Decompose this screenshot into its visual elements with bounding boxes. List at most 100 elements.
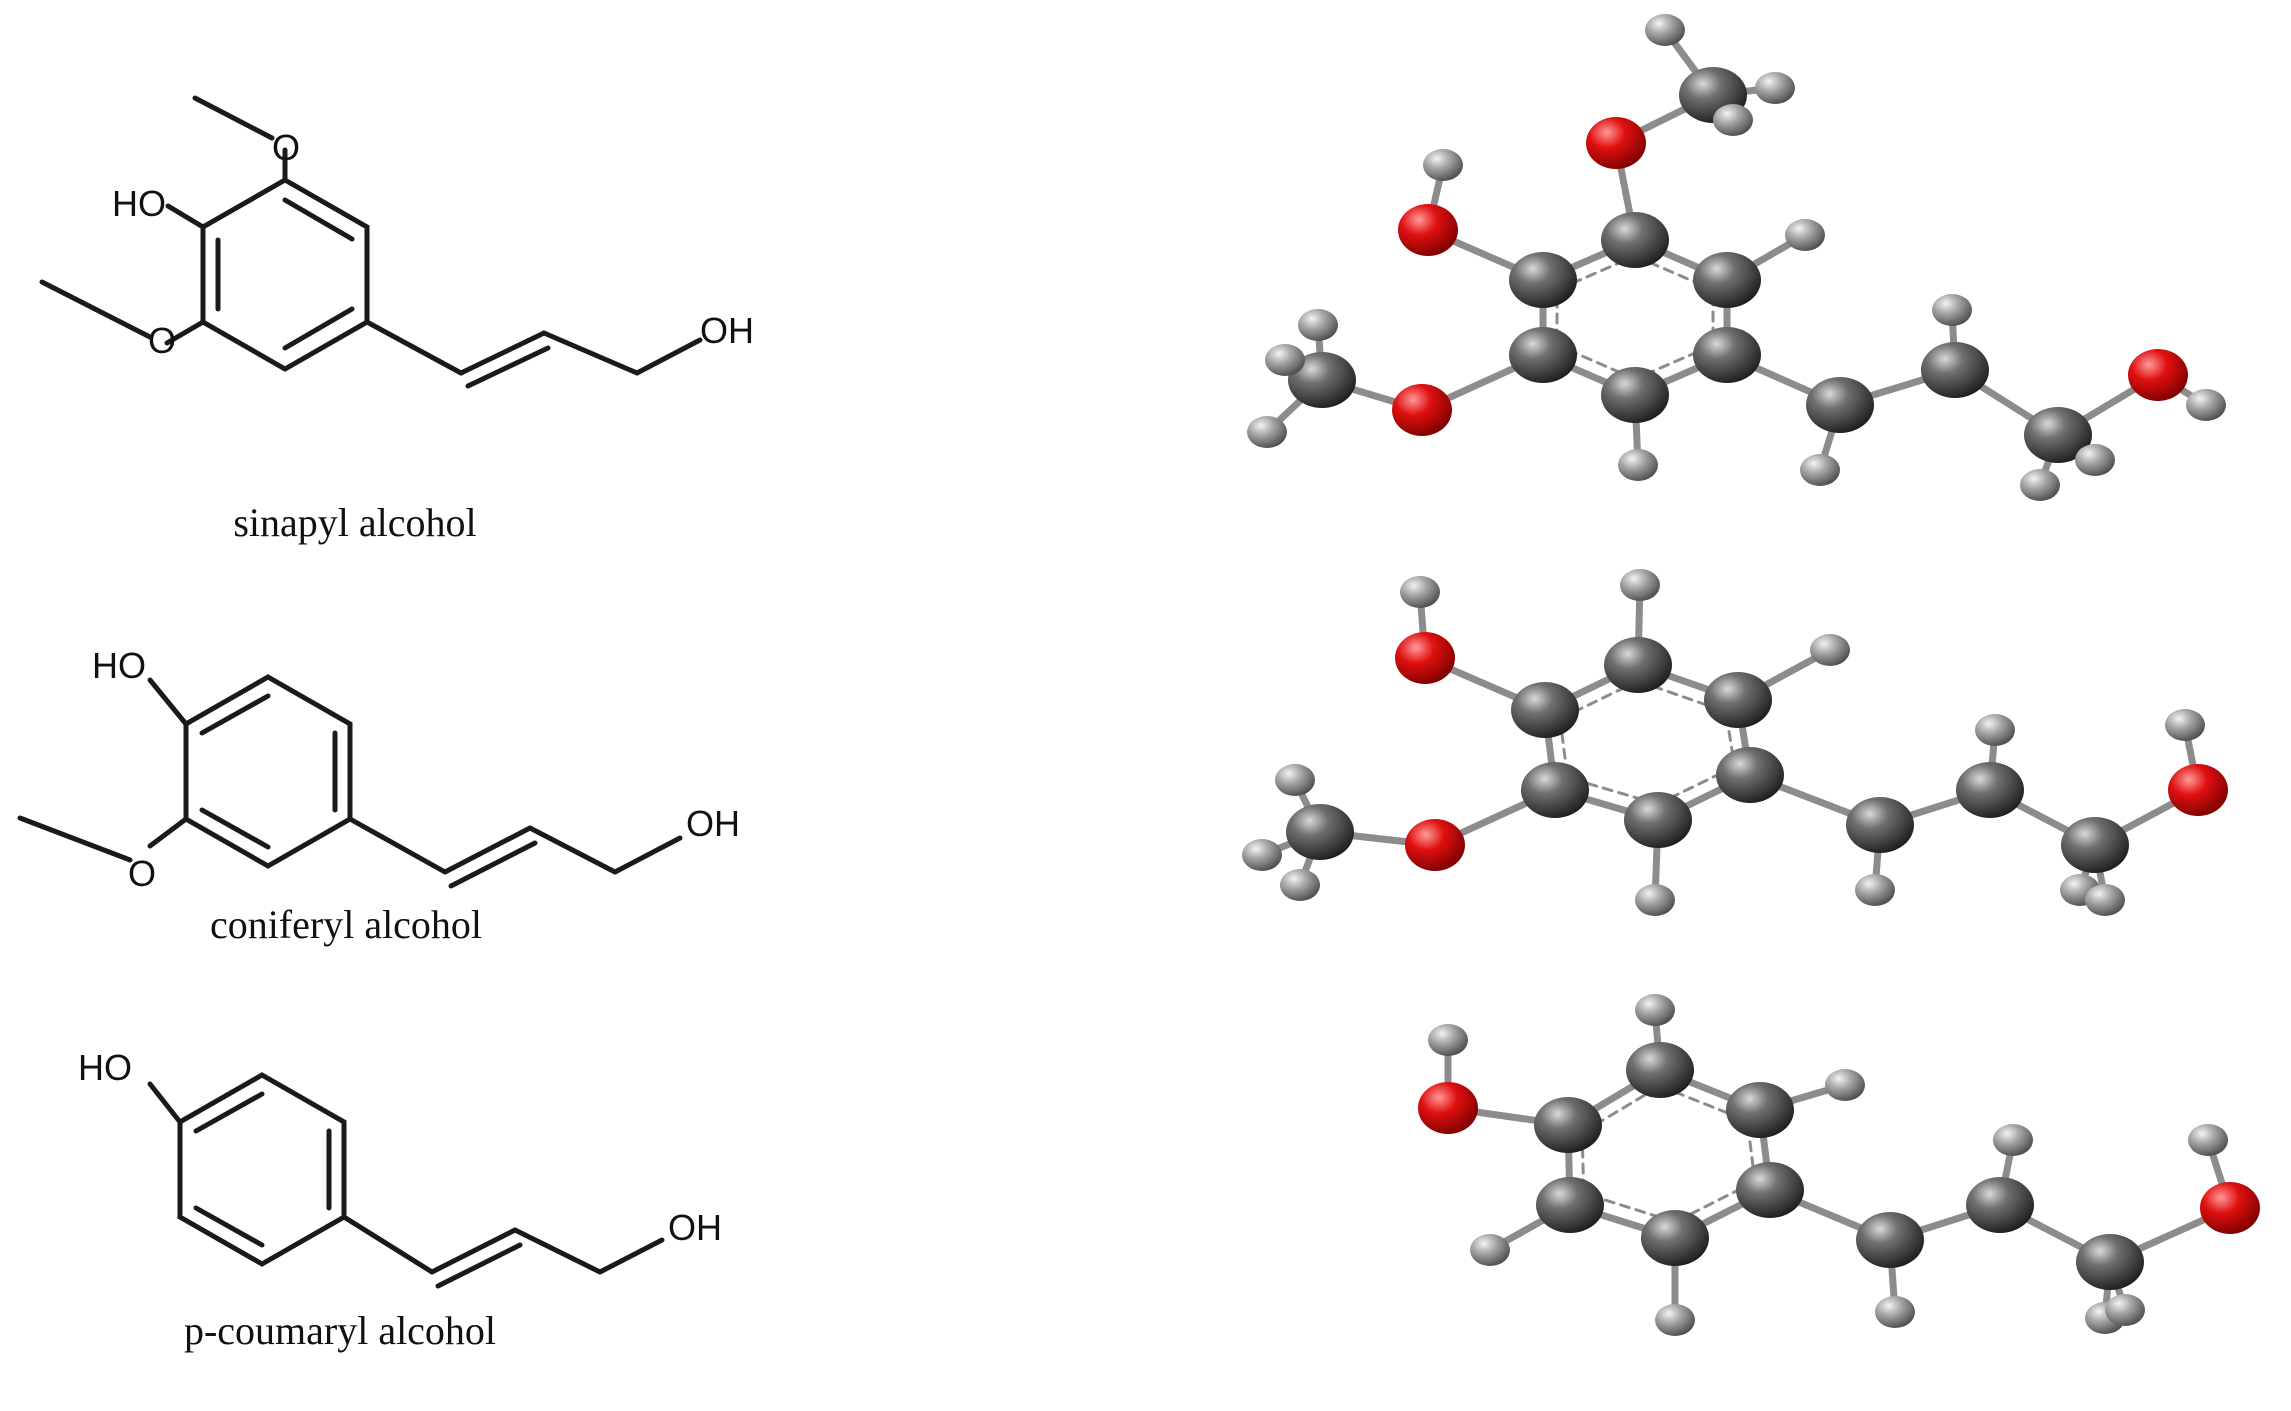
- bond: [39, 279, 153, 340]
- benzene-ring: [183, 674, 353, 869]
- coniferyl-alcohol-structure: HO O OH coniferyl alcohol: [17, 645, 740, 947]
- carbon-atom: [1601, 367, 1669, 423]
- carbon-atom: [1604, 637, 1672, 693]
- molecule-caption: sinapyl alcohol: [233, 500, 476, 545]
- bond: [442, 825, 533, 875]
- hydroxyl-label: HO: [112, 183, 166, 224]
- carbon-atom: [1641, 1210, 1709, 1266]
- bond: [597, 1237, 665, 1275]
- sinapyl-alcohol-structure: O HO O OH sinapyl alcohol: [39, 95, 754, 545]
- carbon-atom: [1286, 804, 1354, 860]
- hydrogen-atom: [1875, 1296, 1915, 1328]
- hydrogen-atom: [1470, 1234, 1510, 1266]
- hydrogen-atom: [1265, 344, 1305, 376]
- carbon-atom: [1534, 1097, 1602, 1153]
- hydrogen-atom: [1423, 149, 1463, 181]
- hydrogen-atom: [1855, 874, 1895, 906]
- bond: [429, 1227, 518, 1275]
- carbon-atom: [2076, 1234, 2144, 1290]
- molecule-caption: p-coumaryl alcohol: [184, 1308, 496, 1353]
- carbon-atom: [1806, 377, 1874, 433]
- hydrogen-atom: [2188, 1124, 2228, 1156]
- carbon-atom: [1736, 1162, 1804, 1218]
- bond: [147, 677, 189, 727]
- benzene-ring: [177, 1072, 347, 1267]
- inner-double-bond: [282, 197, 355, 242]
- benzene-ring: [200, 177, 370, 372]
- inner-double-bond: [448, 840, 538, 889]
- carbon-atom: [1693, 252, 1761, 308]
- carbon-atom: [1966, 1177, 2034, 1233]
- carbon-atom: [1704, 672, 1772, 728]
- bond: [541, 330, 640, 376]
- hydrogen-atom: [2105, 1294, 2145, 1326]
- inner-double-bond: [435, 1242, 523, 1289]
- hydrogen-atom: [1428, 1024, 1468, 1056]
- hydrogen-atom: [1800, 454, 1840, 486]
- hydrogen-atom: [2085, 884, 2125, 916]
- oxygen-atom: [1398, 204, 1458, 256]
- bond: [341, 1214, 435, 1275]
- bond: [192, 95, 275, 141]
- ball-and-stick-models: [1242, 14, 2260, 1336]
- hydrogen-atom: [2186, 389, 2226, 421]
- hydrogen-atom: [1755, 72, 1795, 104]
- hydrogen-atom: [1932, 294, 1972, 326]
- oxygen-atom: [2200, 1182, 2260, 1234]
- bond: [458, 330, 547, 376]
- carbon-atom: [2024, 407, 2092, 463]
- hydroxyl-label: HO: [92, 645, 146, 686]
- hydrogen-atom: [2020, 469, 2060, 501]
- hydrogen-atom: [1635, 994, 1675, 1026]
- carbon-atom: [1601, 212, 1669, 268]
- hydrogen-atom: [1280, 869, 1320, 901]
- hydroxyl-label: OH: [686, 803, 740, 844]
- hydrogen-atom: [1618, 449, 1658, 481]
- bond: [527, 825, 618, 875]
- inner-double-bond: [199, 693, 271, 736]
- oxygen-label: O: [272, 127, 300, 168]
- hydrogen-atom: [1785, 219, 1825, 251]
- hydrogen-atom: [1400, 576, 1440, 608]
- oxygen-atom: [2168, 764, 2228, 816]
- carbon-atom: [1716, 747, 1784, 803]
- oxygen-atom: [1392, 384, 1452, 436]
- carbon-atom: [1626, 1042, 1694, 1098]
- bond: [364, 319, 464, 376]
- hydrogen-atom: [1298, 309, 1338, 341]
- bond: [165, 203, 206, 230]
- hydrogen-atom: [1825, 1069, 1865, 1101]
- carbon-atom: [1509, 327, 1577, 383]
- carbon-atom: [1624, 792, 1692, 848]
- molecule-caption: coniferyl alcohol: [210, 902, 482, 947]
- carbon-atom: [1693, 327, 1761, 383]
- hydrogen-atom: [1655, 1304, 1695, 1336]
- carbon-atom: [1856, 1212, 1924, 1268]
- hydroxyl-label: OH: [668, 1207, 722, 1248]
- bond: [634, 337, 703, 376]
- carbon-atom: [1536, 1177, 1604, 1233]
- carbon-atom: [1521, 762, 1589, 818]
- hydrogen-atom: [1975, 714, 2015, 746]
- hydroxyl-label: HO: [78, 1047, 132, 1088]
- carbon-atom: [1956, 762, 2024, 818]
- bond: [164, 319, 206, 346]
- inner-double-bond: [465, 345, 551, 389]
- carbon-atom: [1846, 797, 1914, 853]
- carbon-atom: [1288, 352, 1356, 408]
- carbon-atom: [2061, 817, 2129, 873]
- oxygen-atom: [1405, 819, 1465, 871]
- inner-double-bond: [282, 306, 355, 351]
- sinapyl-alcohol-model: [1247, 14, 2226, 501]
- carbon-atom: [1726, 1082, 1794, 1138]
- hydrogen-atom: [2165, 709, 2205, 741]
- oxygen-label: O: [128, 853, 156, 894]
- hydrogen-atom: [1810, 634, 1850, 666]
- bond: [512, 1227, 603, 1275]
- hydrogen-atom: [1993, 1124, 2033, 1156]
- bond: [147, 1081, 183, 1125]
- carbon-atom: [1921, 342, 1989, 398]
- bond: [347, 816, 448, 875]
- hydrogen-atom: [2075, 444, 2115, 476]
